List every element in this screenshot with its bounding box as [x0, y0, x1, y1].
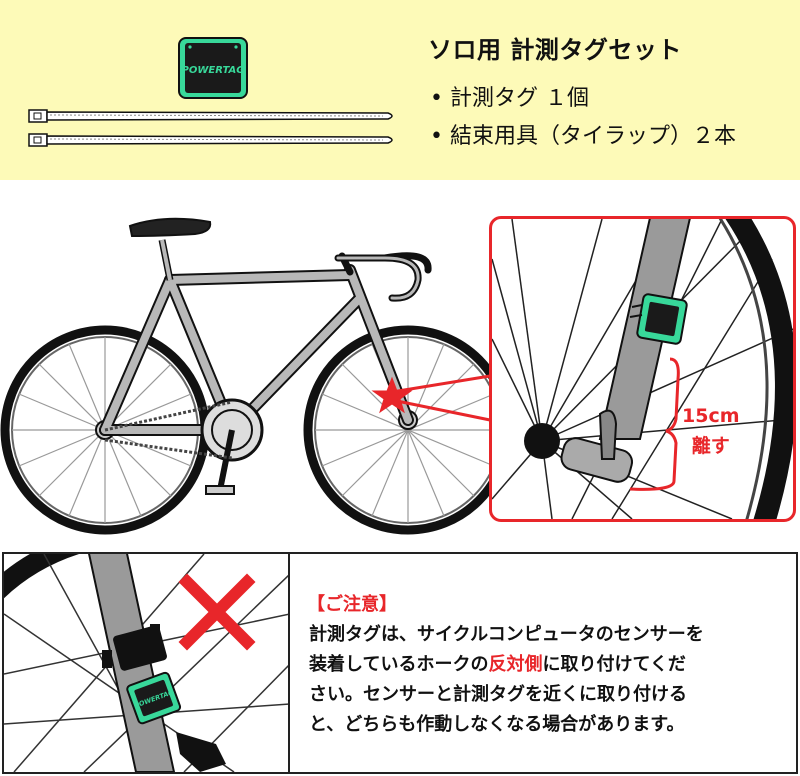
crankset	[104, 398, 264, 495]
notice-body: 計測タグは、サイクルコンピュータのセンサーを 装着しているホークの反対側に取り付…	[309, 620, 783, 740]
front-wheel	[303, 325, 500, 535]
incorrect-x-icon	[178, 573, 256, 651]
kit-item-ties: • 結束用具（タイラップ）２本	[430, 118, 736, 150]
tag-logo: POWERTAG	[182, 65, 245, 76]
notice-line: 装着しているホークの反対側に取り付けてくだ	[309, 650, 783, 680]
kit-item-label: 結束用具（タイラップ）２本	[450, 124, 737, 149]
notice-highlight: 反対側	[488, 654, 543, 675]
measurement-tag-image: POWERTAG	[178, 37, 248, 99]
saddle	[128, 217, 212, 281]
distance-instruction: 離す	[691, 435, 730, 457]
fork-detail-zoom: 15cm 離す	[489, 216, 796, 522]
bullet: •	[430, 124, 443, 149]
cable-tie-1	[28, 109, 393, 123]
caution-box: POWERTAG 【ご注意】 計測タグは、サイクルコンピュータのセンサーを 装着…	[2, 552, 798, 774]
distance-note: 15cm 離す	[682, 401, 740, 461]
zoom-connector	[391, 374, 491, 422]
distance-value: 15cm	[682, 405, 740, 427]
incorrect-mounting-illustration: POWERTAG	[4, 554, 290, 772]
notice-text: 装着しているホークの	[309, 654, 489, 675]
notice-line: さい。センサーと計測タグを近くに取り付ける	[309, 684, 687, 705]
kit-contents-panel: POWERTAG ソロ用 計測タグセット • 計測タグ １個 • 結束用具（タイラッ…	[0, 0, 800, 180]
cable-tie-2	[28, 133, 393, 147]
kit-item-tag: • 計測タグ １個	[430, 80, 589, 112]
notice-title: 【ご注意】	[307, 594, 397, 615]
notice-line: 計測タグは、サイクルコンピュータのセンサーを	[309, 624, 704, 645]
notice-line: と、どちらも作動しなくなる場合があります。	[309, 714, 685, 735]
notice-text: に取り付けてくだ	[542, 654, 686, 675]
kit-item-label: 計測タグ １個	[450, 86, 589, 111]
bicycle-illustration	[0, 217, 500, 535]
kit-title: ソロ用 計測タグセット	[428, 36, 682, 64]
cable-ties-image	[28, 109, 393, 147]
bullet: •	[430, 86, 443, 111]
handlebar-inner	[336, 256, 420, 300]
